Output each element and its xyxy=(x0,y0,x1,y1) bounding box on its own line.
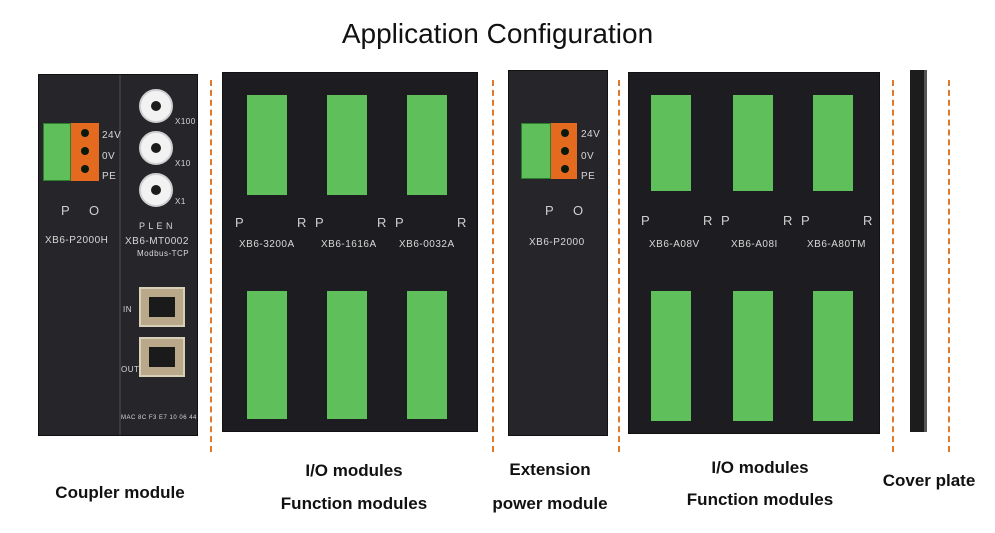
io-model-label: XB6-A80TM xyxy=(807,239,866,250)
terminal-hole xyxy=(561,165,569,173)
po-indicator: P O xyxy=(545,203,592,218)
io-model-label: XB6-A08I xyxy=(731,239,778,250)
terminal-block xyxy=(247,95,287,195)
coupler-model-right: XB6-MT0002 xyxy=(125,236,189,247)
caption-coupler: Coupler module xyxy=(55,483,185,502)
power-label-pe: PE xyxy=(581,171,596,182)
power-terminal xyxy=(521,123,551,179)
ethernet-port-in[interactable] xyxy=(139,287,185,327)
terminal-hole xyxy=(561,147,569,155)
power-label-24v: 24V xyxy=(102,130,122,141)
terminal-block xyxy=(813,95,853,191)
r-indicator: R xyxy=(377,215,387,230)
power-terminal xyxy=(43,123,71,181)
terminal-hole xyxy=(81,165,89,173)
coupler-divider xyxy=(119,75,121,435)
terminal-hole xyxy=(561,129,569,137)
dial-label-x10: X10 xyxy=(175,159,191,168)
rotary-dial[interactable] xyxy=(139,89,173,123)
separator xyxy=(618,80,620,452)
po-indicator: P O xyxy=(61,203,108,218)
page-title: Application Configuration xyxy=(341,18,654,49)
dial-label-x100: X100 xyxy=(175,117,196,126)
terminal-hole xyxy=(81,147,89,155)
terminal-block xyxy=(651,291,691,421)
separator xyxy=(492,80,494,452)
power-label-24v: 24V xyxy=(581,129,601,140)
mac-address: MAC 8C F3 E7 10 06 44 xyxy=(121,415,197,421)
io-group-1: P R P R P R XB6-3200A XB6-1616A XB6-0032… xyxy=(222,72,478,432)
caption-io1-line1: I/O modules xyxy=(305,461,403,480)
caption-io2-line1: I/O modules xyxy=(711,458,809,477)
separator xyxy=(948,80,950,452)
power-label-0v: 0V xyxy=(102,151,116,162)
extension-model: XB6-P2000 xyxy=(529,237,585,248)
terminal-block xyxy=(407,291,447,419)
r-indicator: R xyxy=(783,213,793,228)
p-indicator: P xyxy=(235,215,244,230)
extension-power-module: 24V 0V PE P O XB6-P2000 xyxy=(508,70,608,436)
r-indicator: R xyxy=(703,213,713,228)
port-in-label: IN xyxy=(123,305,132,314)
io-model-label: XB6-1616A xyxy=(321,239,377,250)
terminal-block xyxy=(407,95,447,195)
separator xyxy=(892,80,894,452)
rotary-dial[interactable] xyxy=(139,131,173,165)
terminal-block xyxy=(651,95,691,191)
io-model-label: XB6-3200A xyxy=(239,239,295,250)
port-out-label: OUT xyxy=(121,365,140,374)
terminal-hole xyxy=(81,129,89,137)
power-label-0v: 0V xyxy=(581,151,595,162)
rotary-dial[interactable] xyxy=(139,173,173,207)
p-indicator: P xyxy=(395,215,404,230)
caption-ext-line2: power module xyxy=(492,494,608,513)
p-indicator: P xyxy=(315,215,324,230)
caption-ext-line1: Extension xyxy=(509,460,591,479)
separator xyxy=(210,80,212,452)
cover-plate xyxy=(910,70,924,432)
p-indicator: P xyxy=(721,213,730,228)
power-label-pe: PE xyxy=(102,171,117,182)
terminal-block xyxy=(327,95,367,195)
dial-label-x1: X1 xyxy=(175,197,186,206)
r-indicator: R xyxy=(297,215,307,230)
ethernet-port-out[interactable] xyxy=(139,337,185,377)
p-indicator: P xyxy=(801,213,810,228)
terminal-block xyxy=(247,291,287,419)
terminal-block xyxy=(733,95,773,191)
cover-plate-edge xyxy=(924,70,927,432)
io-model-label: XB6-A08V xyxy=(649,239,700,250)
terminal-block xyxy=(813,291,853,421)
plen-indicator: P L E N xyxy=(139,221,174,231)
r-indicator: R xyxy=(863,213,873,228)
caption-cover: Cover plate xyxy=(882,471,976,490)
io-group-2: P R P R P R XB6-A08V XB6-A08I XB6-A80TM xyxy=(628,72,880,434)
p-indicator: P xyxy=(641,213,650,228)
caption-io2-line2: Function modules xyxy=(686,490,834,509)
r-indicator: R xyxy=(457,215,467,230)
coupler-module: 24V 0V PE P O XB6-P2000H X100 X10 X1 P L… xyxy=(38,74,198,436)
terminal-block xyxy=(733,291,773,421)
coupler-model-left: XB6-P2000H xyxy=(45,235,109,246)
terminal-block xyxy=(327,291,367,419)
coupler-protocol: Modbus-TCP xyxy=(137,249,190,258)
caption-io1-line2: Function modules xyxy=(280,494,428,513)
io-model-label: XB6-0032A xyxy=(399,239,455,250)
